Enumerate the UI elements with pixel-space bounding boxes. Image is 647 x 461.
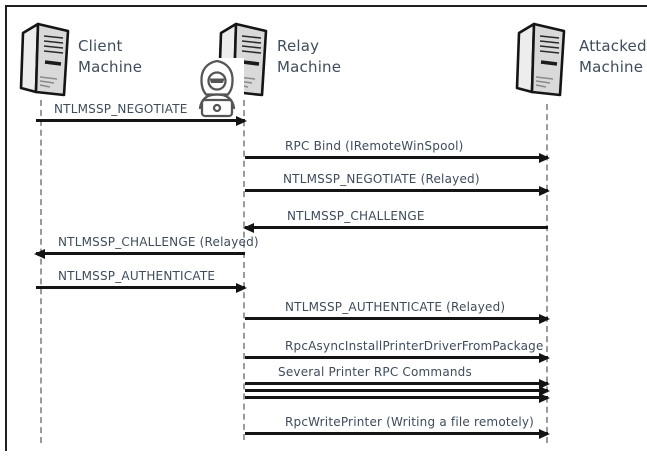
arrowhead-left-icon [34,248,45,259]
message-rpcwriteprinter: RpcWritePrinter (Writing a file remotely… [245,415,550,439]
message-label: RPC Bind (IRemoteWinSpool) [285,139,464,153]
message-label: NTLMSSP_AUTHENTICATE (Relayed) [285,300,506,314]
arrowhead-right-icon [236,282,247,293]
lifeline-relay [243,100,245,440]
message-ntlmssp-challenge-relayed: NTLMSSP_CHALLENGE (Relayed) [34,235,259,259]
message-rpc-bind: RPC Bind (IRemoteWinSpool) [245,139,550,163]
lifeline-attacked [546,104,548,443]
message-ntlmssp-authenticate-relayed: NTLMSSP_AUTHENTICATE (Relayed) [245,300,550,324]
message-label: NTLMSSP_NEGOTIATE (Relayed) [283,172,480,186]
arrowhead-right-icon [539,385,550,396]
message-several-printer-rpc-commands [245,392,550,403]
message-label: NTLMSSP_CHALLENGE [287,209,425,223]
message-several-printer-rpc-commands [245,385,550,396]
message-label: NTLMSSP_NEGOTIATE [54,102,188,116]
arrowhead-right-icon [539,428,550,439]
message-label: RpcWritePrinter (Writing a file remotely… [285,415,535,429]
arrowhead-right-icon [539,185,550,196]
actor-label-relay: Relay Machine [277,37,342,76]
server-tower-icon [515,22,566,97]
message-ntlmssp-negotiate-relayed: NTLMSSP_NEGOTIATE (Relayed) [245,172,550,196]
message-label: NTLMSSP_AUTHENTICATE [58,269,216,283]
message-label: RpcAsyncInstallPrinterDriverFromPackage [285,339,544,353]
message-ntlmssp-challenge: NTLMSSP_CHALLENGE [243,209,548,233]
arrowhead-right-icon [539,378,550,389]
lifeline-client [40,100,42,443]
hacker-icon [190,58,244,118]
arrowhead-right-icon [539,152,550,163]
arrowhead-right-icon [236,115,247,126]
message-several-printer-rpc-commands: Several Printer RPC Commands [245,365,550,389]
message-rpc-install-printer-driver: RpcAsyncInstallPrinterDriverFromPackage [245,339,550,363]
server-tower-icon [19,22,70,97]
message-label: Several Printer RPC Commands [278,365,472,379]
arrowhead-left-icon [243,222,254,233]
frame-top-border [5,5,647,7]
arrowhead-right-icon [539,313,550,324]
arrowhead-right-icon [539,352,550,363]
arrowhead-right-icon [539,392,550,403]
frame-left-border [5,5,7,451]
actor-label-client: Client Machine [78,37,143,76]
actor-label-attacked: Attacked Machine [579,37,647,76]
message-ntlmssp-authenticate: NTLMSSP_AUTHENTICATE [36,269,247,293]
message-ntlmssp-negotiate: NTLMSSP_NEGOTIATE [36,102,247,126]
message-label: NTLMSSP_CHALLENGE (Relayed) [58,235,259,249]
